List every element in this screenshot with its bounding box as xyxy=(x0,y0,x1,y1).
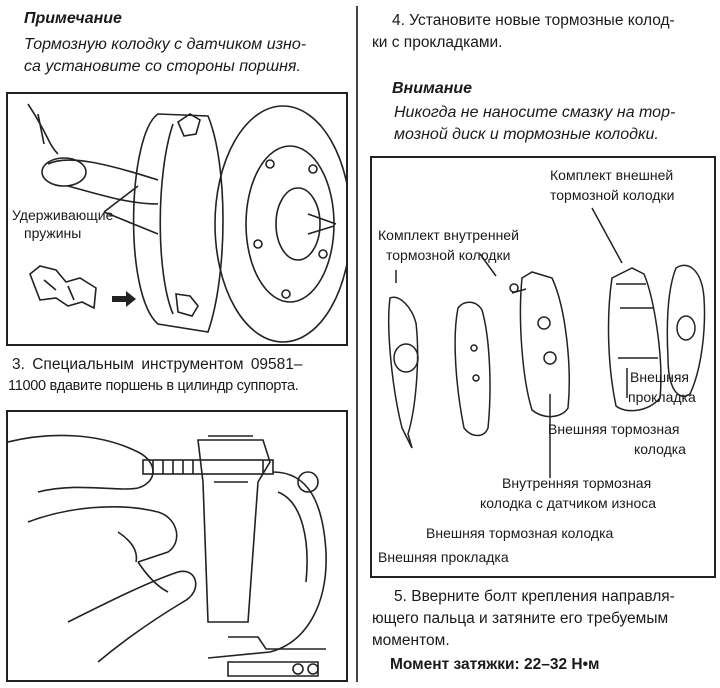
note-text-line2: са установите со стороны поршня. xyxy=(24,58,301,75)
outer-kit-label-line1: Комплект внешней xyxy=(550,167,674,183)
outer-pad-bottom-label: Внешняя тормозная колодка xyxy=(426,525,614,541)
step4-line1: 4. Установите новые тормозные колод- xyxy=(392,12,675,29)
attention-title: Внимание xyxy=(392,80,473,97)
inner-kit-label-line2: тормозной колодки xyxy=(386,247,511,263)
springs-label-line1: Удерживающие xyxy=(12,207,114,223)
step5-line3: моментом. xyxy=(372,632,450,649)
torque-spec: Момент затяжки: 22–32 Н•м xyxy=(390,656,600,673)
outer-kit-label-line2: тормозной колодки xyxy=(550,187,675,203)
outer-shim-label-line2: прокладка xyxy=(628,389,696,405)
outer-shim-label-line1: Внешняя xyxy=(630,369,689,385)
note-text-line1: Тормозную колодку с датчиком изно- xyxy=(24,36,307,53)
outer-shim-bottom-label: Внешняя прокладка xyxy=(378,549,509,565)
inner-pad-sensor-label-line2: колодка с датчиком износа xyxy=(480,495,657,511)
attention-text-line1: Никогда не наносите смазку на тор- xyxy=(394,104,676,121)
outer-pad-label-line2: колодка xyxy=(634,441,686,457)
step3-line2: 11000 вдавите поршень в цилиндр суппорта… xyxy=(8,378,299,394)
step4-line2: ки с прокладками. xyxy=(372,34,503,51)
figure-piston-tool xyxy=(6,410,348,682)
pad-kits-drawing xyxy=(388,207,706,478)
figure-pad-kits: Комплект внешней тормозной колодки Компл… xyxy=(370,156,716,578)
note-title: Примечание xyxy=(24,10,122,27)
attention-text-line2: мозной диск и тормозные колодки. xyxy=(394,126,659,143)
inner-pad-sensor-label-line1: Внутренняя тормозная xyxy=(502,475,652,491)
figure-caliper-springs: Удерживающие пружины xyxy=(6,92,348,346)
step5-line1: 5. Вверните болт крепления направля- xyxy=(394,588,675,605)
step3-line1: 3. Специальным инструментом 09581– xyxy=(12,356,303,373)
arrow-icon xyxy=(112,291,136,307)
step5-line2: ющего пальца и затяните его требуемым xyxy=(372,610,669,627)
column-divider xyxy=(356,6,358,682)
springs-label-line2: пружины xyxy=(24,225,82,241)
inner-kit-label-line1: Комплект внутренней xyxy=(378,227,519,243)
caliper-springs-drawing xyxy=(27,103,346,343)
outer-pad-label-line1: Внешняя тормозная xyxy=(548,421,680,437)
piston-tool-drawing xyxy=(8,434,327,677)
